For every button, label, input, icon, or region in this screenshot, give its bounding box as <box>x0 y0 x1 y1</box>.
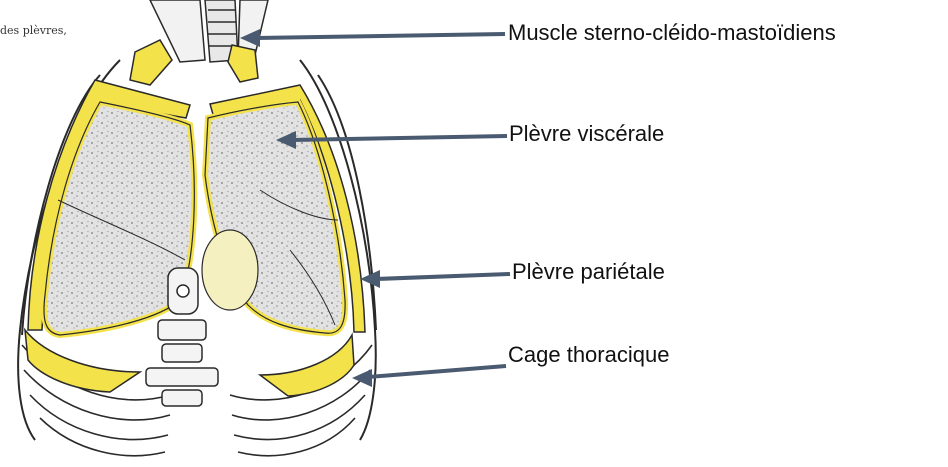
label-rib-cage: Cage thoracique <box>508 342 669 368</box>
label-sterno-cleido-mastoid: Muscle sterno-cléido-mastoïdiens <box>508 20 836 46</box>
figure-caption: des plèvres, <box>0 24 67 37</box>
label-parietal-pleura: Plèvre pariétale <box>512 259 665 285</box>
arrow-parietal <box>360 270 510 288</box>
heart <box>202 230 258 310</box>
arrow-sterno <box>240 29 505 47</box>
label-visceral-pleura: Plèvre viscérale <box>509 121 664 147</box>
